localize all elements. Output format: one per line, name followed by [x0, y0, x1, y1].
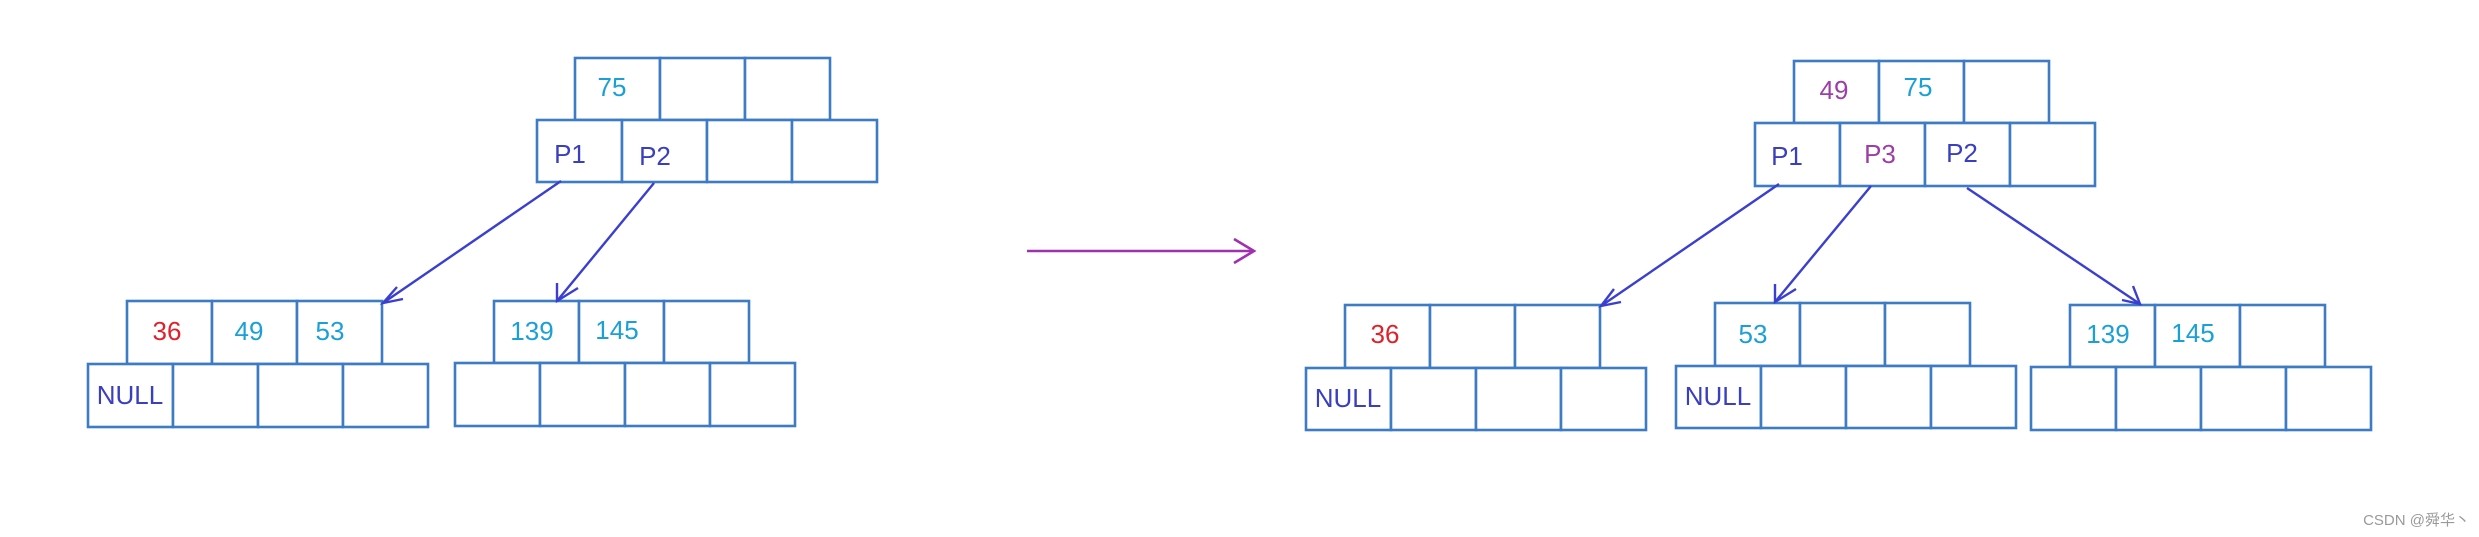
after-right-leaf-node: 139 145	[2029, 303, 2373, 432]
after-right-key-cell-3	[2238, 303, 2327, 369]
after-right-key-cell-1	[2068, 303, 2157, 369]
after-left-ptr-cell-4	[1559, 366, 1648, 432]
after-root-key-2: 75	[1904, 72, 1933, 102]
after-right-key-2: 145	[2171, 318, 2214, 348]
before-root-key-row: 75	[573, 56, 832, 122]
after-root-key-cell-3	[1962, 59, 2051, 125]
after-left-key-cell-3	[1513, 303, 1602, 370]
after-root-node: 49 75 P1 P3 P2	[1753, 59, 2097, 188]
before-right-ptr-cell-2	[538, 361, 627, 428]
before-right-ptr-cell-4	[708, 361, 797, 428]
before-left-key-2: 49	[235, 316, 264, 346]
after-middle-pointer-1: NULL	[1685, 381, 1751, 411]
after-right-ptr-cell-3	[2199, 365, 2288, 432]
after-middle-ptr-cell-3	[1844, 364, 1933, 430]
before-right-ptr-cell-3	[623, 361, 712, 428]
before-root-ptr-cell-1	[535, 118, 624, 184]
before-root-pointer-row: P1 P2	[535, 118, 879, 184]
before-left-ptr-cell-1	[86, 362, 175, 429]
after-left-pointer-1: NULL	[1315, 383, 1381, 413]
after-right-ptr-cell-4	[2284, 365, 2373, 432]
before-root-ptr-cell-4	[790, 118, 879, 184]
after-right-key-1: 139	[2086, 319, 2129, 349]
before-left-ptr-cell-2	[171, 362, 260, 429]
watermark: CSDN @舜华丶	[2363, 512, 2470, 529]
before-right-key-1: 139	[510, 316, 553, 346]
after-left-key-cell-2	[1428, 303, 1517, 370]
before-left-pointer-1: NULL	[97, 380, 163, 410]
after-root-key-cell-1	[1792, 59, 1881, 125]
before-root-key-cell-1	[573, 56, 662, 122]
before-left-key-3: 53	[316, 316, 345, 346]
after-root-ptr-cell-4	[2008, 121, 2097, 188]
before-right-key-cell-1	[492, 299, 581, 365]
after-right-ptr-cell-1	[2029, 365, 2118, 432]
after-root-pointer-2: P3	[1864, 139, 1896, 169]
after-edge-p3	[1773, 185, 1872, 305]
after-edge-p2	[1966, 187, 2142, 306]
before-left-key-cell-3	[295, 299, 384, 366]
after-root-pointer-1: P1	[1771, 141, 1803, 171]
after-edge-p1	[1598, 183, 1780, 308]
before-root-pointer-2: P2	[639, 141, 671, 171]
before-left-ptr-cell-3	[256, 362, 345, 429]
after-left-key-cell-1	[1343, 303, 1432, 370]
after-left-key-1: 36	[1371, 319, 1400, 349]
after-middle-key-1: 53	[1739, 319, 1768, 349]
after-right-ptr-cell-2	[2114, 365, 2203, 432]
before-right-key-cell-3	[662, 299, 751, 365]
before-root-key-cell-2	[658, 56, 747, 122]
after-root-ptr-cell-2	[1838, 121, 1927, 188]
before-right-ptr-cell-1	[453, 361, 542, 428]
before-edge-p2	[555, 182, 655, 304]
after-middle-key-cell-3	[1883, 301, 1972, 368]
before-edge-p1	[379, 180, 562, 305]
after-root-pointer-3: P2	[1946, 138, 1978, 168]
transition-arrow	[1027, 237, 1257, 265]
after-middle-ptr-cell-4	[1929, 364, 2018, 430]
before-left-key-1: 36	[153, 316, 182, 346]
after-middle-ptr-cell-2	[1759, 364, 1848, 430]
after-root-ptr-cell-3	[1923, 121, 2012, 188]
before-root-ptr-cell-3	[705, 118, 794, 184]
before-right-key-2: 145	[595, 315, 638, 345]
after-middle-ptr-cell-1	[1674, 364, 1763, 430]
after-root-key-1: 49	[1820, 75, 1849, 105]
after-left-ptr-cell-1	[1304, 366, 1393, 432]
after-middle-key-cell-2	[1798, 301, 1887, 368]
before-left-ptr-cell-4	[341, 362, 430, 429]
after-left-ptr-cell-2	[1389, 366, 1478, 432]
after-left-ptr-cell-3	[1474, 366, 1563, 432]
before-left-leaf-node: 36 49 53 NULL	[86, 299, 430, 429]
before-right-leaf-node: 139 145	[453, 299, 797, 428]
before-root-node: 75 P1 P2	[535, 56, 879, 184]
before-root-key-1: 75	[598, 72, 627, 102]
after-left-leaf-node: 36 NULL	[1304, 303, 1648, 432]
before-root-pointer-1: P1	[554, 139, 586, 169]
after-middle-leaf-node: 53 NULL	[1674, 301, 2018, 430]
before-root-ptr-cell-2	[620, 118, 709, 184]
before-root-key-cell-3	[743, 56, 832, 122]
after-root-key-cell-2	[1877, 59, 1966, 125]
